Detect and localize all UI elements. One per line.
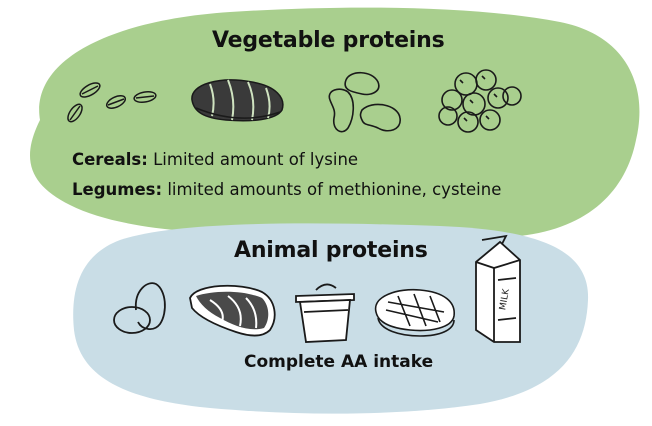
complete-aa-caption: Complete AA intake (244, 352, 434, 372)
chickpeas-icon (438, 69, 522, 133)
yogurt-icon (295, 283, 355, 343)
cereals-label: Cereals: (72, 150, 148, 169)
cereals-line: Cereals: Limited amount of lysine (72, 150, 358, 169)
animal-proteins-title: Animal proteins (234, 238, 428, 263)
vegetable-proteins-title: Vegetable proteins (212, 28, 445, 53)
legumes-label: Legumes: (72, 180, 163, 199)
milk-label: MILK (498, 287, 512, 311)
vegetable-blob (30, 7, 640, 240)
legumes-line: Legumes: limited amounts of methionine, … (72, 180, 501, 199)
salmon-icon (189, 284, 276, 337)
grains-icon (67, 82, 157, 123)
beans-icon (328, 71, 401, 133)
cereals-text: Limited amount of lysine (147, 150, 359, 169)
steak-icon (374, 288, 455, 337)
egg-icon (113, 282, 166, 334)
bread-icon (191, 79, 284, 122)
legumes-text: limited amounts of methionine, cysteine (162, 180, 502, 199)
milk-carton-icon: MILK (475, 234, 521, 343)
